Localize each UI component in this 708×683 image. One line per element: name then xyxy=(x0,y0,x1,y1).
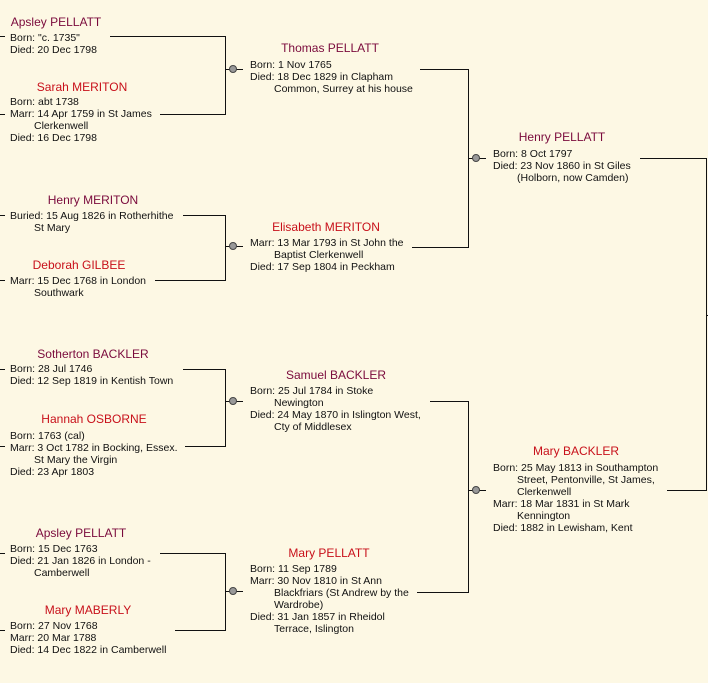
fact-line: Born: "c. 1735" xyxy=(10,32,80,44)
fact-line: Died: 18 Dec 1829 in Clapham xyxy=(250,71,394,83)
fact-line: St Mary the Virgin xyxy=(34,454,118,466)
person-name[interactable]: Henry PELLATT xyxy=(518,130,606,144)
fact-line: Died: 24 May 1870 in Islington West, xyxy=(250,409,421,421)
fact-line: Marr: 20 Mar 1788 xyxy=(10,632,97,644)
fact-line: Born: 28 Jul 1746 xyxy=(10,363,93,375)
fact-line: Died: 14 Dec 1822 in Camberwell xyxy=(10,644,167,656)
person-facts: Born: 1763 (cal)Marr: 3 Oct 1782 in Bock… xyxy=(10,430,178,478)
person-name[interactable]: Samuel BACKLER xyxy=(285,368,387,382)
fact-line: Clerkenwell xyxy=(34,120,89,132)
person-name[interactable]: Sarah MERITON xyxy=(36,80,128,94)
fact-line: Marr: 30 Nov 1810 in St Ann xyxy=(250,575,382,587)
fact-line: (Holborn, now Camden) xyxy=(517,172,629,184)
fact-line: Born: 25 Jul 1784 in Stoke xyxy=(250,385,374,397)
person-name[interactable]: Mary MABERLY xyxy=(44,603,132,617)
person-name[interactable]: Henry MERITON xyxy=(47,193,139,207)
fact-line: Died: 16 Dec 1798 xyxy=(10,132,97,144)
fact-line: Born: abt 1738 xyxy=(10,96,79,108)
fact-line: Born: 1763 (cal) xyxy=(10,430,85,442)
fact-line: Died: 31 Jan 1857 in Rheidol xyxy=(250,611,385,623)
fact-line: Died: 12 Sep 1819 in Kentish Town xyxy=(10,375,174,387)
fact-line: Kennington xyxy=(517,510,571,522)
fact-line: Died: 1882 in Lewisham, Kent xyxy=(493,522,633,534)
fact-line: Died: 23 Apr 1803 xyxy=(10,466,95,478)
person-name[interactable]: Thomas PELLATT xyxy=(281,41,379,55)
fact-line: Born: 8 Oct 1797 xyxy=(493,148,573,160)
person-name[interactable]: Mary PELLATT xyxy=(288,546,370,560)
family-node-icon[interactable] xyxy=(229,397,237,405)
fact-line: Camberwell xyxy=(34,567,90,579)
person-name[interactable]: Elisabeth MERITON xyxy=(272,220,380,234)
fact-line: Born: 25 May 1813 in Southampton xyxy=(493,462,659,474)
fact-line: St Mary xyxy=(34,222,71,234)
fact-line: Born: 15 Dec 1763 xyxy=(10,543,98,555)
fact-line: Buried: 15 Aug 1826 in Rotherhithe xyxy=(10,210,174,222)
person-name[interactable]: Hannah OSBORNE xyxy=(41,412,147,426)
fact-line: Died: 17 Sep 1804 in Peckham xyxy=(250,261,395,273)
fact-line: Died: 23 Nov 1860 in St Giles xyxy=(493,160,631,172)
family-node-icon[interactable] xyxy=(472,486,480,494)
fact-line: Marr: 13 Mar 1793 in St John the xyxy=(250,237,404,249)
fact-line: Died: 20 Dec 1798 xyxy=(10,44,97,56)
person-name[interactable]: Sotherton BACKLER xyxy=(37,347,149,361)
fact-line: Terrace, Islington xyxy=(274,623,354,635)
family-node-icon[interactable] xyxy=(229,242,237,250)
fact-line: Wardrobe) xyxy=(274,599,324,611)
family-node-icon[interactable] xyxy=(472,154,480,162)
fact-line: Baptist Clerkenwell xyxy=(274,249,364,261)
fact-line: Cty of Middlesex xyxy=(274,421,352,433)
fact-line: Born: 27 Nov 1768 xyxy=(10,620,98,632)
person-name[interactable]: Deborah GILBEE xyxy=(32,258,126,272)
fact-line: Born: 1 Nov 1765 xyxy=(250,59,332,71)
fact-line: Common, Surrey at his house xyxy=(274,83,413,95)
family-node-icon[interactable] xyxy=(229,65,237,73)
person-name[interactable]: Mary BACKLER xyxy=(532,444,620,458)
fact-line: Marr: 15 Dec 1768 in London xyxy=(10,275,147,287)
fact-line: Clerkenwell xyxy=(517,486,572,498)
family-node-icon[interactable] xyxy=(229,587,237,595)
fact-line: Marr: 14 Apr 1759 in St James xyxy=(10,108,152,120)
fact-line: Newington xyxy=(274,397,324,409)
fact-line: Southwark xyxy=(34,287,84,299)
person-facts: Born: "c. 1735"Died: 20 Dec 1798 xyxy=(10,32,97,56)
fact-line: Born: 11 Sep 1789 xyxy=(250,563,337,575)
fact-line: Blackfriars (St Andrew by the xyxy=(274,587,409,599)
person-name[interactable]: Apsley PELLATT xyxy=(35,526,127,540)
fact-line: Marr: 3 Oct 1782 in Bocking, Essex. xyxy=(10,442,178,454)
fact-line: Street, Pentonville, St James, xyxy=(517,474,655,486)
fact-line: Died: 21 Jan 1826 in London - xyxy=(10,555,151,567)
person-name[interactable]: Apsley PELLATT xyxy=(10,15,102,29)
fact-line: Marr: 18 Mar 1831 in St Mark xyxy=(493,498,630,510)
